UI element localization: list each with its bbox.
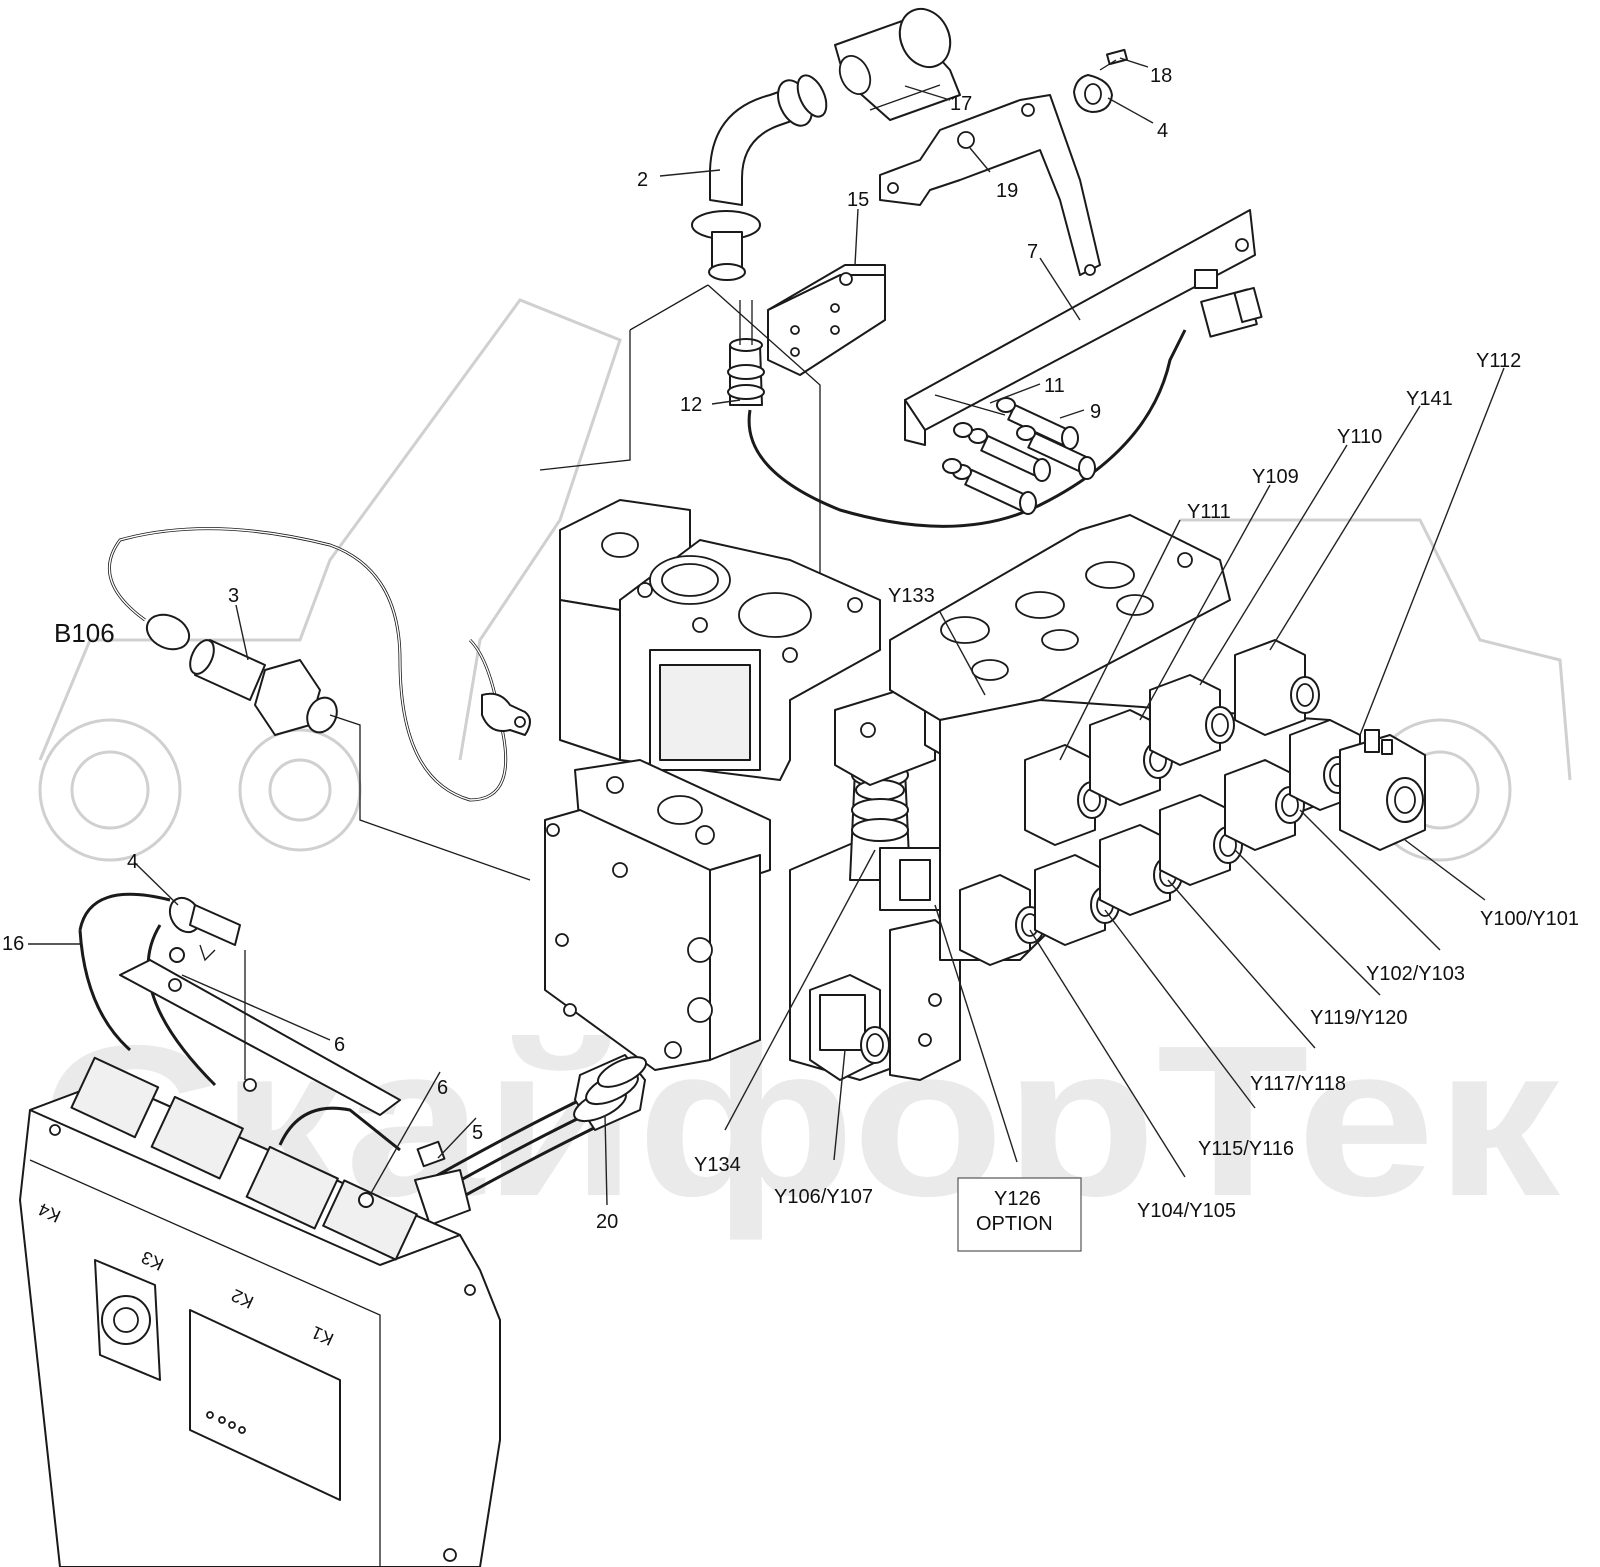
wire-gland-loop [747, 329, 1187, 528]
part-connector-y106 [809, 974, 890, 1081]
callout-9: 9 [1090, 401, 1101, 423]
option-box: Y126 OPTION [957, 1177, 1082, 1252]
part-elbow-hose [691, 74, 828, 281]
bolt [952, 464, 1037, 515]
callout-16: 16 [2, 933, 24, 955]
part-lower-valve-section [544, 759, 771, 1071]
callout-11: 11 [1044, 375, 1065, 397]
part-harness-bundle [414, 1054, 648, 1226]
callout-15: 15 [847, 189, 869, 211]
wire-16 [78, 892, 401, 1152]
callout-y117-y118: Y117/Y118 [1250, 1073, 1346, 1095]
part-screws-lower [169, 947, 446, 1208]
wire-sensor-loop [107, 527, 508, 802]
part-bracket [879, 94, 1101, 276]
bolt [968, 428, 1051, 482]
coil-y100 [1339, 729, 1426, 851]
callout-b106: B106 [54, 618, 115, 648]
callout-20: 20 [596, 1211, 618, 1233]
coil [1149, 674, 1235, 766]
parts-drawing: K4 K3 K2 K1 [19, 7, 1426, 1567]
callout-y141: Y141 [1406, 388, 1453, 410]
part-manifold-block [767, 264, 886, 376]
sensor-guide-line [329, 714, 531, 881]
callout-19: 19 [996, 180, 1018, 202]
callout-y112: Y112 [1476, 350, 1521, 372]
callout-option: OPTION [976, 1213, 1053, 1235]
callout-y126: Y126 [994, 1188, 1041, 1210]
callout-y104-y105: Y104/Y105 [1137, 1200, 1236, 1222]
coil [959, 874, 1045, 966]
callout-6-b: 6 [437, 1077, 448, 1099]
part-gland-fitting [727, 300, 765, 406]
callout-18: 18 [1150, 65, 1172, 87]
callout-y100-y101: Y100/Y101 [1480, 908, 1579, 930]
callout-4-top: 4 [1157, 120, 1168, 142]
callout-y133: Y133 [888, 585, 935, 607]
callout-2: 2 [637, 169, 648, 191]
part-main-valve-body [559, 499, 881, 781]
coil [1224, 759, 1305, 851]
callout-y102-y103: Y102/Y103 [1366, 963, 1465, 985]
part-nut-19 [957, 131, 975, 149]
callout-y106-y107: Y106/Y107 [774, 1186, 873, 1208]
part-bolts [942, 397, 1096, 515]
leader-lines [28, 57, 1505, 1206]
callout-4-left: 4 [127, 851, 138, 873]
part-clamp-top [1073, 48, 1128, 113]
assembly-guide-lines [539, 284, 1006, 680]
callout-17: 17 [950, 93, 972, 115]
part-ecu-controller [19, 1056, 501, 1567]
callout-6-a: 6 [334, 1034, 345, 1056]
callout-12: 12 [680, 394, 702, 416]
part-mounting-plate [119, 950, 401, 1116]
part-clamp-left [168, 896, 241, 962]
callout-y110: Y110 [1337, 426, 1382, 448]
coil [1234, 639, 1320, 736]
bolt [996, 397, 1079, 450]
callout-y134: Y134 [694, 1154, 741, 1176]
part-wire-clip [481, 692, 531, 736]
part-pressure-sensor [145, 613, 338, 736]
callout-y115-y116: Y115/Y116 [1198, 1138, 1294, 1160]
bolt [1016, 425, 1096, 480]
callout-y111: Y111 [1187, 501, 1231, 523]
callout-5: 5 [472, 1122, 483, 1144]
callout-y119-y120: Y119/Y120 [1310, 1007, 1408, 1029]
callout-7: 7 [1027, 241, 1038, 263]
callout-labels: 18 17 4 2 19 15 7 11 9 12 3 B106 Y112 Y1… [2, 65, 1579, 1252]
part-solenoid-coils [959, 639, 1426, 966]
callout-3: 3 [228, 585, 239, 607]
part-hex-coupler [834, 7, 961, 121]
callout-y109: Y109 [1252, 466, 1299, 488]
